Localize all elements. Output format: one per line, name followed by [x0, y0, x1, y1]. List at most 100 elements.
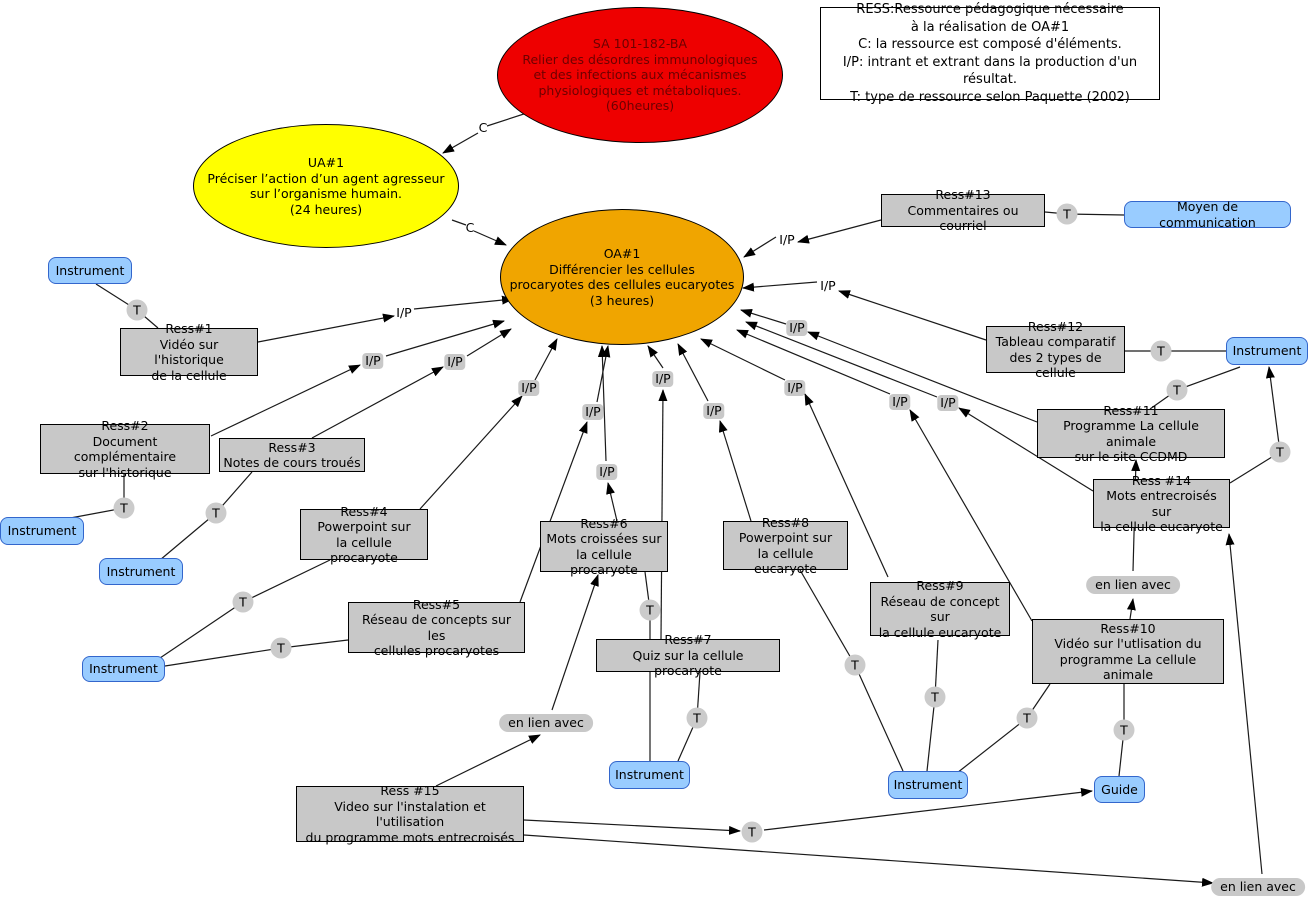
- resource-title: Ress#1: [165, 321, 213, 336]
- edge-line: [523, 834, 1214, 887]
- resource-node-ress7[interactable]: Ress#7 Quiz sur la cellule procaryote: [596, 632, 780, 678]
- link-label-ip[interactable]: I/P: [518, 380, 540, 396]
- edge-line: [718, 420, 752, 522]
- resource-text: Video sur l'instalation et l'utilisation…: [305, 798, 515, 845]
- link-label-ip[interactable]: I/P: [362, 353, 384, 369]
- link-label-ip[interactable]: I/P: [444, 354, 466, 370]
- instrument-type-node-6[interactable]: Instrument: [888, 771, 968, 799]
- link-label-ip[interactable]: I/P: [820, 278, 836, 293]
- link-label-c[interactable]: C: [478, 120, 488, 135]
- link-label-t[interactable]: T: [639, 599, 661, 621]
- edge-line: [804, 393, 889, 578]
- resource-title: Ress#3: [268, 439, 316, 455]
- resource-title: Ress#11: [1103, 402, 1159, 418]
- resource-node-ress15[interactable]: Ress #15 Video sur l'instalation et l'ut…: [296, 783, 524, 845]
- edge-line: [742, 281, 818, 292]
- link-label-ip[interactable]: I/P: [786, 320, 808, 336]
- resource-title: Ress#2: [101, 418, 149, 433]
- edge-line: [385, 319, 505, 357]
- edge-line: [1176, 366, 1241, 391]
- link-label-t[interactable]: T: [205, 502, 227, 524]
- link-label-t[interactable]: T: [924, 686, 946, 708]
- link-label-ip[interactable]: I/P: [596, 464, 618, 480]
- link-label-t[interactable]: T: [1269, 441, 1291, 463]
- link-label-t[interactable]: T: [1016, 707, 1038, 729]
- edge-line: [419, 395, 523, 510]
- link-label-ip[interactable]: I/P: [937, 395, 959, 411]
- edge-line: [797, 219, 882, 244]
- resource-title: Ress#9: [916, 578, 964, 593]
- edge-line: [1265, 366, 1281, 453]
- instrument-type-node-2[interactable]: Instrument: [0, 517, 84, 545]
- link-label-ip[interactable]: I/P: [703, 403, 725, 419]
- link-label-en-lien-avec[interactable]: en lien avec: [499, 714, 593, 732]
- link-label-en-lien-avec[interactable]: en lien avec: [1086, 576, 1180, 594]
- edge-line: [799, 569, 856, 666]
- link-label-t[interactable]: T: [844, 654, 866, 676]
- guide-type-node[interactable]: Guide: [1094, 776, 1145, 803]
- resource-title: Ress#5: [412, 596, 461, 612]
- link-label-ip[interactable]: I/P: [396, 305, 412, 320]
- edge-line: [736, 329, 891, 395]
- link-label-ip[interactable]: I/P: [582, 404, 604, 420]
- instrument-type-node-4[interactable]: Instrument: [82, 656, 165, 682]
- link-label-t[interactable]: T: [1056, 203, 1078, 225]
- instrument-type-node-5[interactable]: Instrument: [609, 761, 690, 789]
- link-label-t[interactable]: T: [1166, 379, 1188, 401]
- resource-title: Ress#4: [340, 503, 388, 519]
- edge-line: [242, 559, 331, 603]
- instrument-type-node-1[interactable]: Instrument: [48, 257, 132, 284]
- resource-node-ress13[interactable]: Ress#13 Commentaires ou courriel: [881, 187, 1045, 233]
- link-label-ip[interactable]: I/P: [779, 232, 795, 247]
- link-label-ip[interactable]: I/P: [889, 394, 911, 410]
- link-label-t[interactable]: T: [232, 591, 254, 613]
- link-label-t[interactable]: T: [686, 707, 708, 729]
- resource-text: Notes de cours troués: [223, 455, 361, 470]
- edge-line: [466, 328, 512, 357]
- link-label-t[interactable]: T: [270, 637, 292, 659]
- edge-line: [958, 407, 1094, 492]
- link-label-en-lien-avec[interactable]: en lien avec: [1211, 878, 1305, 896]
- instrument-type-node-3[interactable]: Instrument: [99, 558, 183, 585]
- edge-line: [311, 366, 444, 439]
- link-label-t[interactable]: T: [1113, 719, 1135, 741]
- resource-title: Ress#8: [761, 514, 810, 530]
- edge-line: [435, 734, 541, 787]
- link-label-t[interactable]: T: [113, 497, 135, 519]
- moyen-type-node[interactable]: Moyen de communication: [1124, 199, 1291, 230]
- link-label-t[interactable]: T: [126, 299, 148, 321]
- edge-line: [838, 290, 987, 341]
- edge-line: [763, 787, 1093, 831]
- link-label-t[interactable]: T: [741, 821, 763, 843]
- link-label-ip[interactable]: I/P: [784, 380, 806, 396]
- link-label-ip[interactable]: I/P: [652, 371, 674, 387]
- link-label-c[interactable]: C: [465, 220, 475, 235]
- instrument-type-node-7[interactable]: Instrument: [1226, 337, 1308, 365]
- link-label-t[interactable]: T: [1150, 340, 1172, 362]
- resource-node-ress3[interactable]: Ress#3 Notes de cours troués: [219, 438, 365, 472]
- edge-line: [745, 321, 938, 398]
- resource-title: Ress#7: [664, 632, 712, 648]
- edge-line: [1225, 533, 1263, 875]
- edge-line: [740, 308, 787, 325]
